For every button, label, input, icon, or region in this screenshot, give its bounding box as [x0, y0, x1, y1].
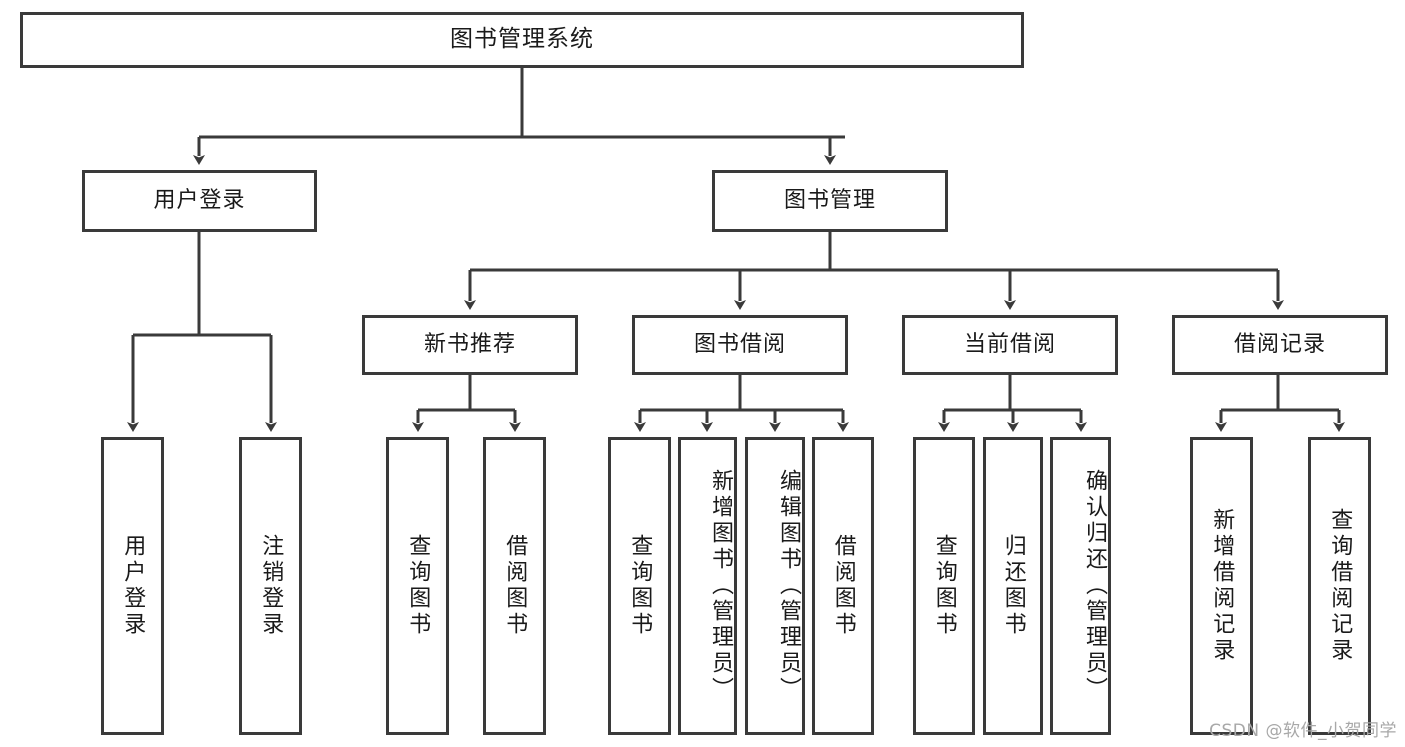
node-leaf-query-record[interactable]: 查询借阅记录	[1308, 437, 1371, 735]
node-leaf-return-book[interactable]: 归还图书	[983, 437, 1043, 735]
node-leaf-borrow-book[interactable]: 借阅图书	[812, 437, 874, 735]
node-leaf-query-book-rec[interactable]: 查询图书	[386, 437, 449, 735]
node-leaf-logout[interactable]: 注销登录	[239, 437, 302, 735]
node-user-login[interactable]: 用户登录	[82, 170, 317, 232]
node-borrow-record[interactable]: 借阅记录	[1172, 315, 1388, 375]
node-book-manage[interactable]: 图书管理	[712, 170, 948, 232]
node-leaf-edit-book[interactable]: 编辑图书（管理员）	[745, 437, 805, 735]
node-book-borrow[interactable]: 图书借阅	[632, 315, 848, 375]
node-leaf-borrow-book-rec[interactable]: 借阅图书	[483, 437, 546, 735]
node-leaf-user-login[interactable]: 用户登录	[101, 437, 164, 735]
watermark-text: CSDN @软件_小贺同学	[1209, 721, 1397, 741]
node-leaf-query-book-current[interactable]: 查询图书	[913, 437, 975, 735]
node-leaf-add-book[interactable]: 新增图书（管理员）	[678, 437, 737, 735]
node-root[interactable]: 图书管理系统	[20, 12, 1024, 68]
node-new-book-recommend[interactable]: 新书推荐	[362, 315, 578, 375]
node-current-borrow[interactable]: 当前借阅	[902, 315, 1118, 375]
node-leaf-query-book-borrow[interactable]: 查询图书	[608, 437, 671, 735]
node-leaf-confirm-return[interactable]: 确认归还（管理员）	[1050, 437, 1111, 735]
node-leaf-add-record[interactable]: 新增借阅记录	[1190, 437, 1253, 735]
